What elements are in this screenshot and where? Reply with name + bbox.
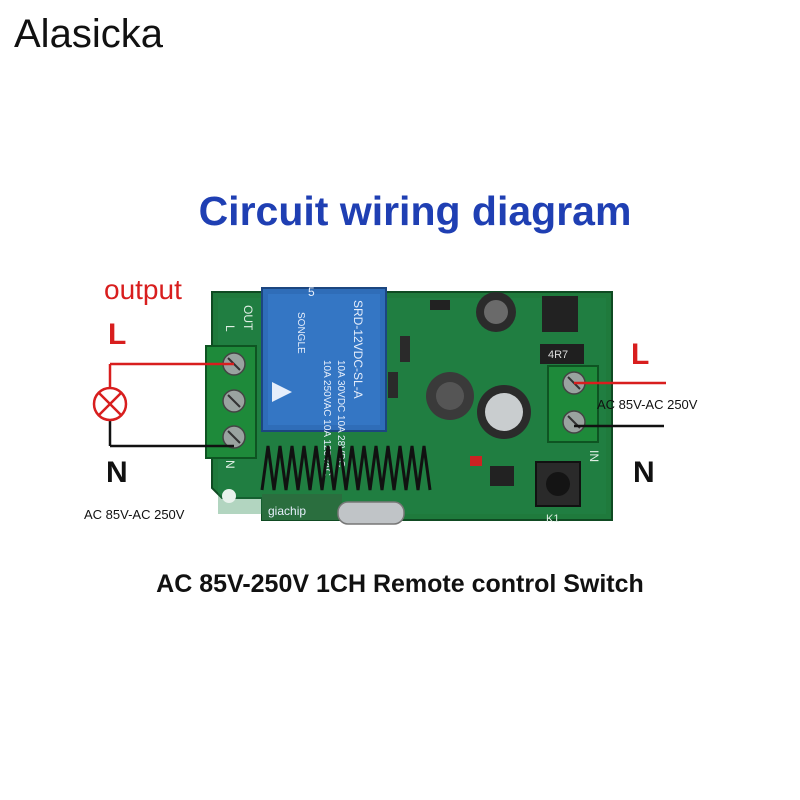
relay-pin-count: 5 xyxy=(308,285,315,299)
in-label: IN xyxy=(587,450,601,462)
live-label-right: L xyxy=(631,338,650,371)
relay: SONGLE 5 10A 250VAC 10A 125VAC 10A 30VDC… xyxy=(261,285,387,476)
button-label: K1 xyxy=(546,513,559,525)
voltage-label-left: AC 85V-AC 250V xyxy=(84,507,185,522)
transistor xyxy=(542,296,578,332)
relay-spec-1: 10A 250VAC 10A 125VAC xyxy=(321,360,332,476)
mounting-hole xyxy=(222,489,236,503)
smd-inductor xyxy=(540,344,584,364)
live-label-left: L xyxy=(108,318,127,351)
product-caption: AC 85V-250V 1CH Remote control Switch xyxy=(156,570,644,598)
diagram-title: Circuit wiring diagram xyxy=(198,188,632,234)
relay-logo-icon xyxy=(272,382,292,402)
out-label: OUT xyxy=(241,305,255,331)
terminal-block-right xyxy=(547,365,599,443)
relay-spec-2: 10A 30VDC 10A 28VDC xyxy=(335,360,346,467)
wires-left xyxy=(108,362,234,448)
brand-logo-text: Alasicka xyxy=(14,12,163,56)
crystal-oscillator xyxy=(337,501,405,525)
antenna-coil xyxy=(260,445,432,491)
relay-model: SRD-12VDC-SL-A xyxy=(351,300,365,399)
component-label: 4R7 xyxy=(548,349,568,361)
wires-right xyxy=(574,381,666,428)
lamp-icon xyxy=(92,386,128,422)
ic-chip xyxy=(490,466,514,486)
svg-text:N: N xyxy=(223,460,237,469)
neutral-label-left: N xyxy=(106,456,128,489)
neutral-label-right: N xyxy=(633,456,655,489)
voltage-label-right: AC 85V-AC 250V xyxy=(597,397,698,412)
chip-brand: giachip xyxy=(268,504,306,518)
crystal-area: giachip xyxy=(262,494,405,525)
pcb-components: 4R7 K1 xyxy=(388,292,584,525)
svg-text:L: L xyxy=(223,325,237,332)
output-label: output xyxy=(104,274,182,305)
relay-brand: SONGLE xyxy=(295,312,306,354)
